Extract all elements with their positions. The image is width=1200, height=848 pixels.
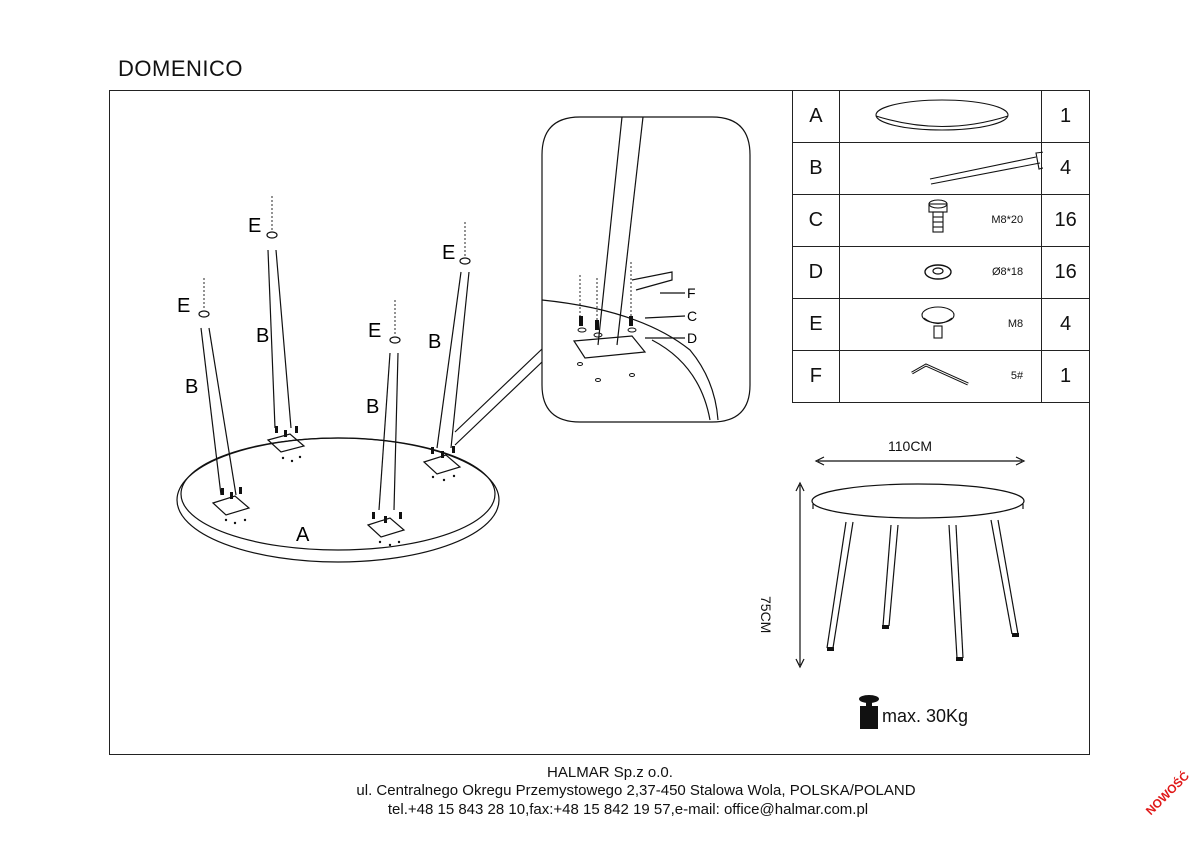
callout-c: C — [687, 308, 697, 324]
part-quantity: 4 — [1041, 142, 1090, 195]
glide-feet — [198, 231, 471, 344]
bolt-icon — [928, 199, 948, 233]
washer-icon — [924, 264, 952, 280]
part-spec: M8*20 — [991, 214, 1024, 226]
weight-icon — [859, 695, 879, 729]
part-picture: M8 — [838, 298, 1043, 351]
callout-e: E — [248, 215, 261, 237]
width-dimension: 110CM — [888, 438, 933, 454]
callout-e: E — [442, 242, 455, 264]
max-load-label: max. 30Kg — [882, 706, 969, 726]
part-spec: 5# — [1010, 370, 1024, 382]
detail-bubble — [541, 116, 751, 423]
part-spec: M8 — [1007, 318, 1024, 330]
glide-foot-icon — [921, 306, 955, 339]
part-picture: M8*20 — [838, 194, 1043, 247]
table-leg-icon — [929, 151, 1043, 185]
part-picture: 5# — [838, 350, 1043, 403]
bolt-marks — [221, 316, 633, 547]
leg-illustrations — [200, 249, 470, 511]
footer-contact: tel.+48 15 843 28 10,fax:+48 15 842 19 5… — [387, 801, 869, 818]
part-letter: D — [792, 246, 840, 299]
mounting-plates — [211, 433, 462, 538]
part-quantity: 1 — [1041, 350, 1090, 403]
part-letter: C — [792, 194, 840, 247]
parts-list: A 1 B 4 C — [792, 90, 1090, 403]
side-view — [795, 456, 1026, 669]
callout-f: F — [687, 285, 696, 301]
part-picture — [838, 90, 1043, 143]
callout-b: B — [366, 396, 379, 418]
part-row: B 4 — [792, 142, 1090, 195]
callout-e: E — [368, 320, 381, 342]
allen-key-icon — [911, 363, 969, 386]
callout-d: D — [687, 330, 697, 346]
part-picture — [838, 142, 1043, 195]
part-picture: Ø8*18 — [838, 246, 1043, 299]
part-row: F 5# 1 — [792, 350, 1090, 403]
part-quantity: 1 — [1041, 90, 1090, 143]
part-letter: A — [792, 90, 840, 143]
callout-e: E — [177, 295, 190, 317]
part-row: A 1 — [792, 90, 1090, 143]
part-row: D Ø8*18 16 — [792, 246, 1090, 299]
footer-address: ul. Centralnego Okregu Przemystowego 2,3… — [356, 782, 916, 799]
tabletop-illustration — [176, 437, 500, 563]
callout-b: B — [185, 376, 198, 398]
round-tabletop-icon — [875, 99, 1009, 131]
footer-company: HALMAR Sp.z o.0. — [547, 764, 673, 781]
page-title: DOMENICO — [118, 56, 243, 81]
part-letter: E — [792, 298, 840, 351]
callout-a: A — [296, 524, 310, 546]
part-letter: B — [792, 142, 840, 195]
part-letter: F — [792, 350, 840, 403]
part-spec: Ø8*18 — [991, 266, 1024, 278]
drawing-frame — [109, 90, 1090, 755]
height-dimension: 75CM — [758, 596, 774, 634]
callout-b: B — [256, 325, 269, 347]
callout-b: B — [428, 331, 441, 353]
part-row: E M8 4 — [792, 298, 1090, 351]
part-quantity: 16 — [1041, 246, 1090, 299]
part-row: C M8*20 16 — [792, 194, 1090, 247]
part-quantity: 4 — [1041, 298, 1090, 351]
part-quantity: 16 — [1041, 194, 1090, 247]
